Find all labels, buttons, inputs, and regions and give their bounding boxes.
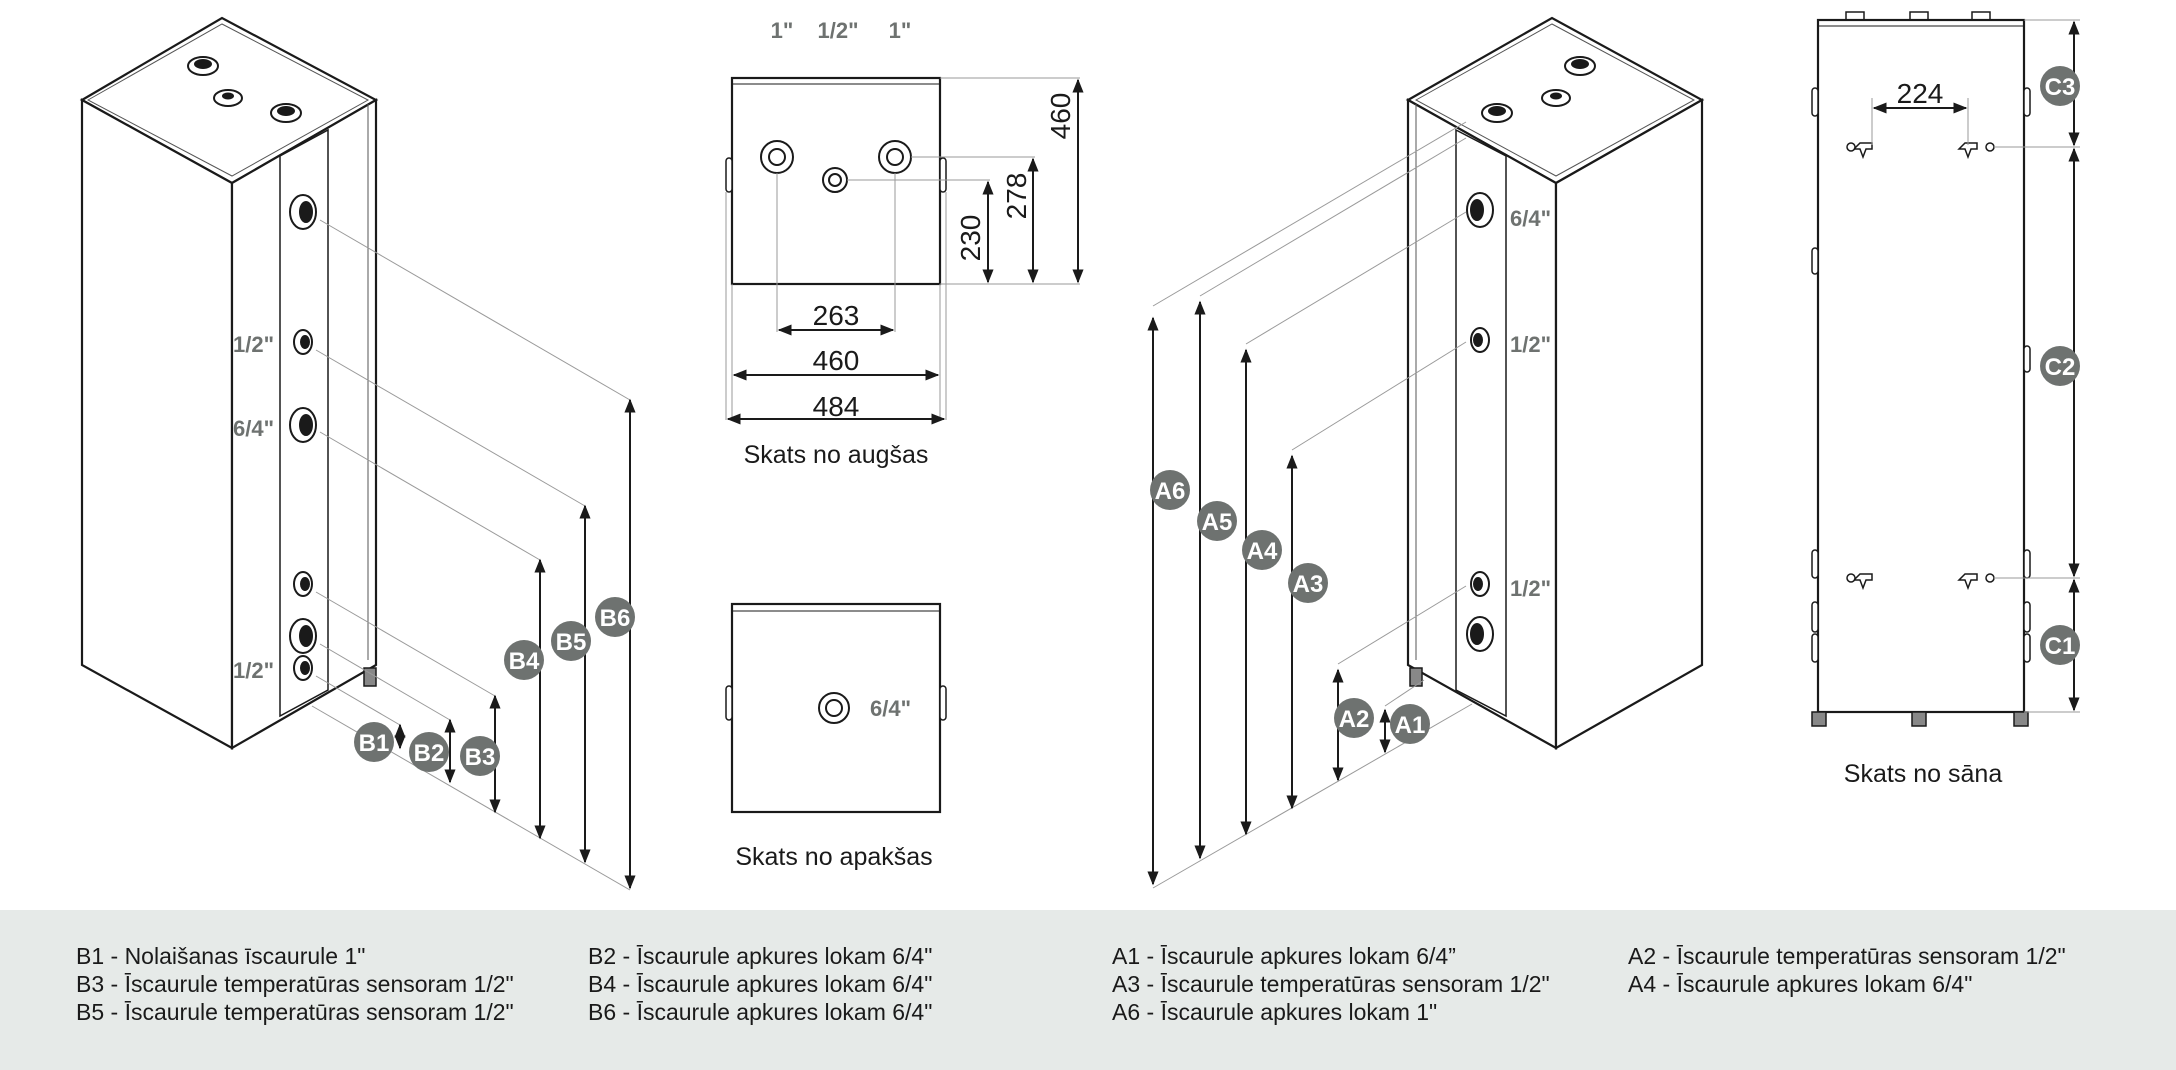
svg-text:B4: B4 (509, 648, 540, 675)
top-view: 1" 1/2" 1" 460 278 230 263 460 484 (725, 18, 1084, 469)
svg-text:B5: B5 (556, 629, 587, 656)
top-pipe-icon (187, 56, 302, 123)
dimension-label: 230 (955, 215, 986, 262)
dimension-badge: A3 (1288, 563, 1328, 603)
legend-item: A2 - Īscaurule temperatūras sensoram 1/2… (1628, 943, 2066, 969)
svg-text:B2: B2 (414, 740, 445, 767)
legend-item: B2 - Īscaurule apkures lokam 6/4" (588, 943, 933, 969)
left-tank-unit: 1/2" 6/4" 1/2" B1 B2 B3 B4 B5 B6 (79, 16, 636, 891)
legend-column: A1 - Īscaurule apkures lokam 6/4” A3 - Ī… (1112, 942, 1550, 1026)
view-caption: Skats no augšas (744, 441, 929, 469)
dimension-label: 224 (1897, 78, 1944, 109)
dimension-badge: C1 (2040, 625, 2080, 665)
dimension-badge: B6 (595, 597, 635, 637)
side-pipe-icon (1466, 192, 1494, 652)
dimension-label: 263 (813, 300, 860, 331)
legend-column: B1 - Nolaišanas īscaurule 1" B3 - Īscaur… (76, 942, 514, 1026)
dimension-badge: B1 (354, 722, 394, 762)
legend-item: A1 - Īscaurule apkures lokam 6/4” (1112, 943, 1456, 969)
pipe-label: 1/2" (1510, 576, 1551, 601)
bottom-view: 6/4" Skats no apakšas (725, 602, 947, 871)
dimension-badge: B3 (460, 736, 500, 776)
svg-text:A6: A6 (1155, 478, 1186, 505)
right-tank-unit: 6/4" 1/2" 1/2" A6 A5 A4 A3 A2 A1 (1147, 16, 1705, 889)
pipe-label: 1" (889, 18, 912, 43)
svg-text:B1: B1 (359, 730, 390, 757)
dimension-label: 484 (813, 391, 860, 422)
svg-text:A4: A4 (1247, 538, 1278, 565)
legend-column: B2 - Īscaurule apkures lokam 6/4" B4 - Ī… (588, 942, 932, 1026)
dimension-badge: A2 (1334, 698, 1374, 738)
legend-item: B1 - Nolaišanas īscaurule 1" (76, 943, 366, 969)
svg-text:A1: A1 (1395, 712, 1426, 739)
dimension-badge: B2 (409, 732, 449, 772)
view-caption: Skats no apakšas (735, 843, 932, 871)
pipe-label: 1" (771, 18, 794, 43)
pipe-label: 6/4" (233, 416, 274, 441)
dimension-badge: A5 (1197, 501, 1237, 541)
legend-item: A4 - Īscaurule apkures lokam 6/4" (1628, 971, 1973, 997)
legend-panel: B1 - Nolaišanas īscaurule 1" B3 - Īscaur… (0, 910, 2176, 1070)
side-view: 224 C3 C2 C1 Skats no sāna (1811, 11, 2080, 788)
legend-item: B3 - Īscaurule temperatūras sensoram 1/2… (76, 971, 514, 997)
dimension-badge: A4 (1242, 530, 1282, 570)
pipe-label: 1/2" (233, 658, 274, 683)
wall-bracket-icon (1846, 142, 1995, 591)
dimension-badge: B5 (551, 621, 591, 661)
legend-item: B4 - Īscaurule apkures lokam 6/4" (588, 971, 933, 997)
svg-text:A2: A2 (1339, 706, 1370, 733)
top-pipe-icon (1481, 56, 1596, 123)
dimension-badge: A1 (1390, 704, 1430, 744)
dimension-label: 278 (1001, 173, 1032, 220)
legend-item: B5 - Īscaurule temperatūras sensoram 1/2… (76, 999, 514, 1025)
svg-text:C2: C2 (2045, 354, 2076, 381)
legend-item: A6 - Īscaurule apkures lokam 1" (1112, 999, 1438, 1025)
svg-text:C3: C3 (2045, 74, 2076, 101)
pipe-label: 1/2" (817, 18, 858, 43)
svg-text:A5: A5 (1202, 509, 1233, 536)
pipe-label: 1/2" (1510, 332, 1551, 357)
dimension-badge: A6 (1150, 470, 1190, 510)
legend-column: A2 - Īscaurule temperatūras sensoram 1/2… (1628, 942, 2066, 998)
view-caption: Skats no sāna (1844, 760, 2003, 788)
pipe-label: 6/4" (1510, 206, 1551, 231)
technical-drawing: 1/2" 6/4" 1/2" B1 B2 B3 B4 B5 B6 (79, 11, 2080, 891)
svg-text:A3: A3 (1293, 571, 1324, 598)
pipe-label: 6/4" (870, 696, 911, 721)
svg-text:B6: B6 (600, 605, 631, 632)
pipe-label: 1/2" (233, 332, 274, 357)
legend-item: B6 - Īscaurule apkures lokam 6/4" (588, 999, 933, 1025)
dimension-badge: C3 (2040, 66, 2080, 106)
svg-text:C1: C1 (2045, 633, 2076, 660)
dimension-badge: B4 (504, 640, 544, 680)
side-pipe-icon (289, 194, 317, 681)
dimension-label: 460 (813, 345, 860, 376)
dimension-label: 460 (1045, 93, 1076, 140)
svg-text:B3: B3 (465, 744, 496, 771)
dimension-badge: C2 (2040, 346, 2080, 386)
legend-item: A3 - Īscaurule temperatūras sensoram 1/2… (1112, 971, 1550, 997)
